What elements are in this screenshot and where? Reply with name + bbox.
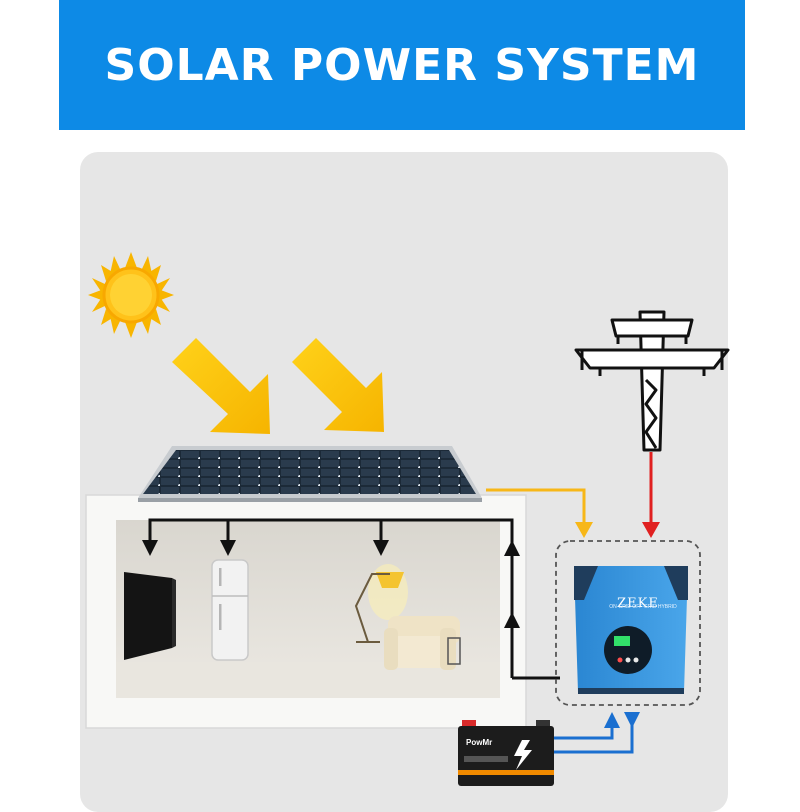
battery-arrow-up: [604, 712, 620, 728]
sofa-icon: [384, 616, 461, 670]
battery-icon: [458, 720, 554, 786]
floor-lamp-icon: [354, 564, 408, 643]
inverter-display: [604, 626, 652, 674]
battery-arrow-down: [624, 712, 640, 728]
title-banner: SOLAR POWER SYSTEM: [59, 0, 745, 130]
arrow-to-fridge: [220, 540, 236, 556]
arrow-up-1: [504, 540, 520, 556]
battery-brand-label: PowMr: [466, 738, 493, 747]
page-title: SOLAR POWER SYSTEM: [104, 39, 700, 91]
sun-icon: [88, 252, 174, 338]
solar-panel-icon: [138, 446, 482, 502]
grid-to-inverter-line: [642, 452, 660, 538]
battery-wiring: [552, 724, 634, 754]
inverter-mode-label: ON-GRID OFF-GRID HYBRID: [609, 604, 677, 610]
sunlight-arrow-1: [172, 338, 270, 434]
tv-icon: [124, 572, 176, 660]
house: [85, 494, 527, 729]
inverter-icon: [574, 566, 688, 694]
arrow-up-2: [504, 612, 520, 628]
inverter-frame: [555, 540, 701, 706]
solar-to-inverter-line: [486, 488, 593, 538]
power-tower-icon: [574, 310, 730, 452]
fridge-icon: [211, 559, 249, 661]
sunlight-arrow-2: [292, 338, 384, 432]
arrow-to-lamp: [373, 540, 389, 556]
inverter-brand-label: ZEKE: [617, 596, 659, 611]
arrow-to-tv: [142, 540, 158, 556]
